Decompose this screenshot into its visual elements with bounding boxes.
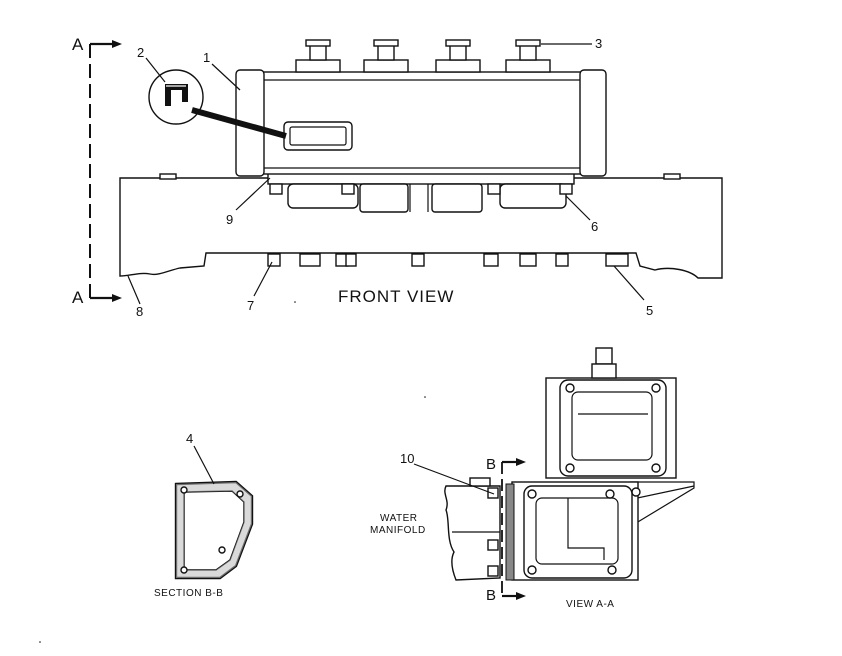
section-b-bottom-label: B xyxy=(486,587,496,604)
water-manifold xyxy=(444,485,501,581)
gasket-detail-circle xyxy=(148,69,287,139)
callout-2: 2 xyxy=(137,45,144,60)
manifold-right-end xyxy=(579,69,607,177)
view-aa-title: VIEW A-A xyxy=(566,599,614,610)
base-block xyxy=(119,177,723,279)
front-view-leaders xyxy=(127,43,645,305)
callout-3: 3 xyxy=(595,36,602,51)
top-fittings xyxy=(295,39,551,73)
view-aa: B B 10 WATER MANIFOLD VIEW A-A xyxy=(370,347,695,610)
section-bb: 4 SECTION B-B xyxy=(154,431,254,599)
front-view: A A xyxy=(72,35,723,319)
callout-4: 4 xyxy=(186,431,193,446)
section-a-bottom-label: A xyxy=(72,288,84,307)
section-a-top-label: A xyxy=(72,35,84,54)
water-manifold-label-2: MANIFOLD xyxy=(370,525,426,536)
water-manifold-label-1: WATER xyxy=(380,513,418,524)
callout-7: 7 xyxy=(247,298,254,313)
callout-1: 1 xyxy=(203,50,210,65)
manifold-cover xyxy=(283,121,353,151)
callout-10: 10 xyxy=(400,451,414,466)
callout-9: 9 xyxy=(226,212,233,227)
section-b-top-label: B xyxy=(486,456,496,473)
callout-8: 8 xyxy=(136,304,143,319)
callout-6: 6 xyxy=(591,219,598,234)
base-bolts xyxy=(267,253,629,267)
section-bb-title: SECTION B-B xyxy=(154,588,223,599)
section-line-a: A A xyxy=(72,35,122,307)
callout-5: 5 xyxy=(646,303,653,318)
front-view-title: FRONT VIEW xyxy=(338,287,454,306)
